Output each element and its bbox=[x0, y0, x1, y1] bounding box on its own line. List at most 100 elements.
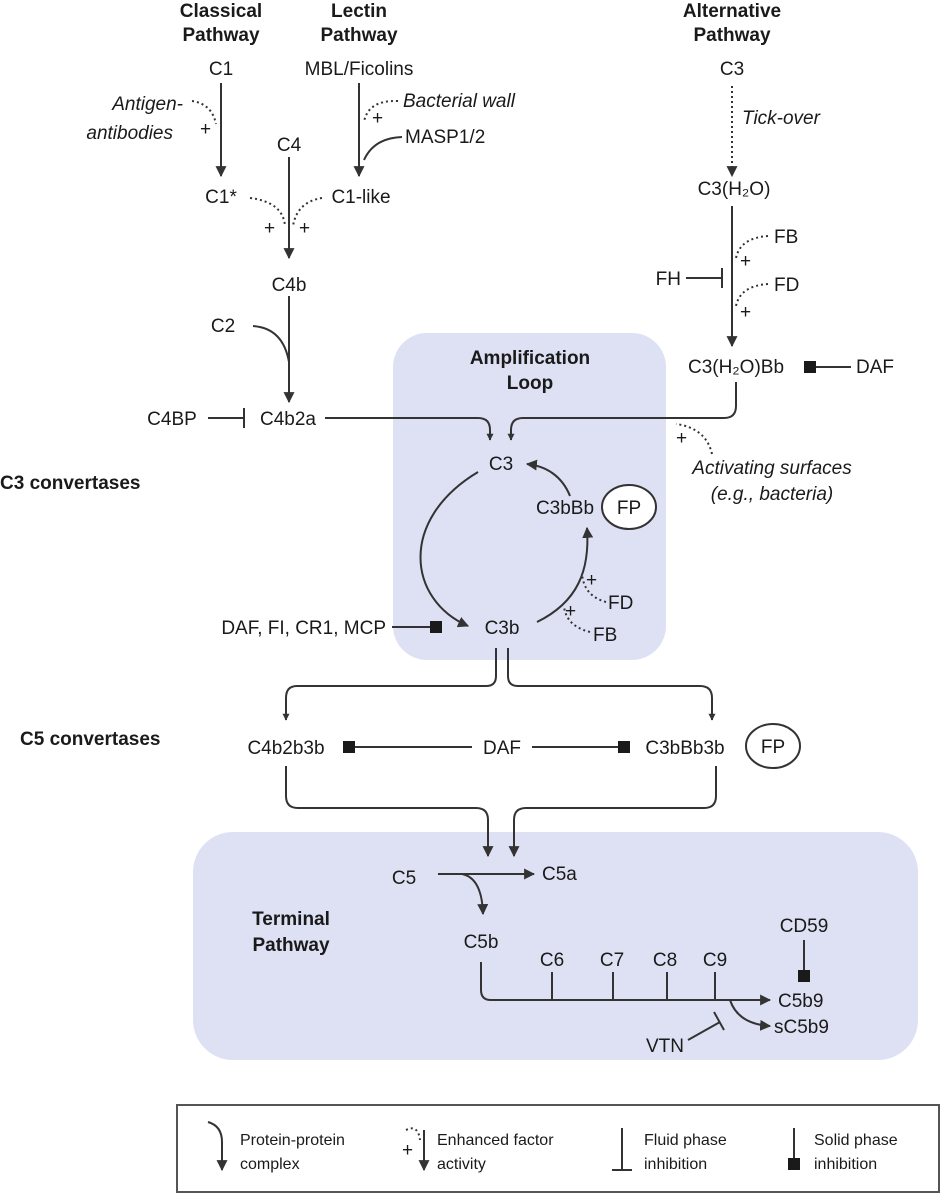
classical-header-line1: Classical bbox=[180, 1, 262, 22]
sc5b9-label: sC5b9 bbox=[774, 1017, 829, 1038]
loop-c3-label: C3 bbox=[489, 454, 513, 475]
c4b2a-label: C4b2a bbox=[260, 409, 316, 430]
legend-plus-sign: + bbox=[402, 1140, 413, 1161]
c1like-enhance-curve bbox=[292, 197, 323, 227]
amplification-header-line2: Loop bbox=[507, 373, 553, 394]
legend-solid-line2: inhibition bbox=[814, 1156, 877, 1173]
fh-label: FH bbox=[656, 269, 681, 290]
c5-label: C5 bbox=[392, 868, 416, 889]
c3b-to-c4b2b3b-arrow bbox=[282, 648, 497, 721]
c3h2obb-to-c3-arrow bbox=[507, 382, 737, 441]
terminal-header-line2: Pathway bbox=[252, 935, 330, 956]
c5b-label: C5b bbox=[464, 932, 499, 953]
fp-circle bbox=[601, 484, 657, 530]
masp-label: MASP1/2 bbox=[405, 127, 485, 148]
c6-label: C6 bbox=[540, 950, 564, 971]
c5b-to-c5b9-line bbox=[480, 962, 772, 1006]
antigen-label-line2: antibodies bbox=[86, 123, 173, 144]
fd-plus-sign: + bbox=[740, 302, 751, 323]
amplification-loop-region bbox=[393, 333, 666, 660]
terminal-pathway-region bbox=[193, 832, 918, 1060]
masp-complex-curve bbox=[363, 136, 403, 161]
fp-label: FP bbox=[617, 498, 641, 519]
loop-fd-label: FD bbox=[608, 593, 633, 614]
c3bbb3b-label: C3bBb3b bbox=[645, 738, 724, 759]
loop-fd-enhance-curve bbox=[581, 573, 607, 603]
amplification-header-line1: Amplification bbox=[470, 348, 590, 369]
mbl-ficolins-label: MBL/Ficolins bbox=[305, 59, 414, 80]
alt-daf-label: DAF bbox=[856, 357, 894, 378]
c3h2obb-label: C3(H₂O)Bb bbox=[688, 357, 784, 378]
enhanced-activity-icon bbox=[405, 1127, 421, 1141]
c3b-to-c3bbb-arc bbox=[536, 526, 594, 623]
c3b-label: C3b bbox=[485, 618, 520, 639]
activating-surfaces-curve bbox=[675, 423, 713, 455]
c3b-to-c3bbb3b-arrow bbox=[507, 648, 716, 721]
vtn-inhibition-bar bbox=[713, 1011, 725, 1031]
c4b2b3b-daf-solid-inhibition-square bbox=[343, 741, 355, 753]
fp2-label: FP bbox=[761, 737, 785, 758]
lectin-header-line1: Lectin bbox=[331, 1, 387, 22]
c4b2b3b-to-c5-arrow bbox=[285, 766, 494, 858]
fp2-circle bbox=[745, 723, 801, 769]
bacterial-wall-label: Bacterial wall bbox=[403, 91, 516, 112]
vtn-inhibition-line bbox=[687, 1021, 721, 1041]
legend-fluid-line2: inhibition bbox=[644, 1156, 707, 1173]
legend-protein-complex-line2: complex bbox=[240, 1156, 300, 1173]
c2-label: C2 bbox=[211, 316, 235, 337]
tick-over-label: Tick-over bbox=[742, 108, 821, 129]
c4b-label: C4b bbox=[272, 275, 307, 296]
loop-fb-enhance-curve bbox=[563, 605, 591, 633]
c9-label: C9 bbox=[703, 950, 727, 971]
protein-complex-icon bbox=[207, 1121, 228, 1172]
c3-to-c3b-arc bbox=[419, 471, 479, 628]
cd59-solid-inhibition-square bbox=[798, 970, 810, 982]
c3-convertases-label: C3 convertases bbox=[0, 473, 140, 494]
legend-solid-line1: Solid phase bbox=[814, 1132, 898, 1149]
fb-label: FB bbox=[774, 227, 798, 248]
c3bbb3b-daf-solid-inhibition-square bbox=[618, 741, 630, 753]
c5-daf-label: DAF bbox=[483, 738, 521, 759]
legend-enhanced-line2: activity bbox=[437, 1156, 486, 1173]
fb-plus-sign: + bbox=[740, 251, 751, 272]
terminal-header-line1: Terminal bbox=[252, 909, 330, 930]
lectin-header-line2: Pathway bbox=[320, 25, 398, 46]
c4bp-label: C4BP bbox=[147, 409, 197, 430]
alternative-header-line1: Alternative bbox=[683, 1, 781, 22]
alt-c3-label: C3 bbox=[720, 59, 744, 80]
alternative-header-line2: Pathway bbox=[693, 25, 771, 46]
cd59-label: CD59 bbox=[780, 916, 829, 937]
c4b2b3b-label: C4b2b3b bbox=[247, 738, 324, 759]
c8-label: C8 bbox=[653, 950, 677, 971]
c1-like-label: C1-like bbox=[331, 187, 390, 208]
c5-convertases-label: C5 convertases bbox=[20, 729, 160, 750]
c3bbb-label: C3bBb bbox=[536, 498, 594, 519]
c1like-plus-sign: + bbox=[299, 218, 310, 239]
loop-fb-label: FB bbox=[593, 625, 617, 646]
legend-box bbox=[176, 1104, 940, 1193]
legend-enhanced-line1: Enhanced factor bbox=[437, 1132, 554, 1149]
regulators-solid-inhibition-square bbox=[430, 621, 442, 633]
c5a-label: C5a bbox=[542, 864, 577, 885]
c4b2a-to-c3-arrow bbox=[325, 417, 494, 441]
c1-label: C1 bbox=[209, 59, 233, 80]
activating-surfaces-line1: Activating surfaces bbox=[691, 458, 852, 479]
bacterial-wall-plus-sign: + bbox=[372, 108, 383, 129]
c3h2o-label: C3(H₂O) bbox=[698, 179, 771, 200]
c5-to-c5b-arrow bbox=[461, 873, 489, 916]
daf-solid-inhibition-square bbox=[804, 361, 816, 373]
legend-protein-complex-line1: Protein-protein bbox=[240, 1132, 345, 1149]
c3bbb3b-to-c5-arrow bbox=[508, 766, 717, 858]
c1star-plus-sign: + bbox=[264, 218, 275, 239]
c1star-label: C1* bbox=[205, 187, 237, 208]
c2-complex-curve bbox=[252, 325, 290, 363]
loop-fb-plus-sign: + bbox=[565, 601, 576, 622]
c1star-enhance-curve bbox=[249, 197, 286, 227]
fd-label: FD bbox=[774, 275, 799, 296]
vtn-label: VTN bbox=[646, 1036, 684, 1057]
c7-label: C7 bbox=[600, 950, 624, 971]
loop-fd-plus-sign: + bbox=[586, 570, 597, 591]
antigen-plus-sign: + bbox=[200, 119, 211, 140]
